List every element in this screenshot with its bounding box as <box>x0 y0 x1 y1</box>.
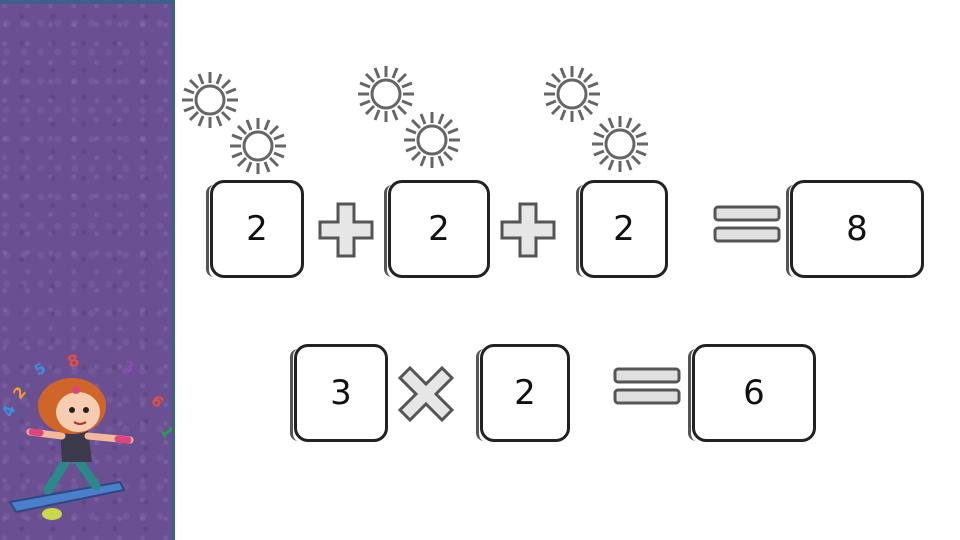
svg-text:2: 2 <box>9 383 29 403</box>
addend-value-1: 2 <box>246 209 268 249</box>
svg-text:6: 6 <box>147 391 167 411</box>
product-result-value: 6 <box>743 373 765 413</box>
addend-box-3: 2 <box>576 180 668 278</box>
sun-icon <box>592 116 648 172</box>
sidebar-top-border <box>0 0 172 4</box>
plus-icon <box>500 202 556 258</box>
addend-value-3: 2 <box>613 209 635 249</box>
times-icon <box>397 365 455 423</box>
sum-result-value: 8 <box>846 209 868 249</box>
svg-text:5: 5 <box>31 359 49 380</box>
svg-text:1: 1 <box>157 423 172 441</box>
sun-icon <box>544 66 600 122</box>
equals-icon <box>713 205 781 243</box>
plus-icon <box>318 202 374 258</box>
product-result-box: 6 <box>688 344 816 442</box>
addend-box-1: 2 <box>206 180 304 278</box>
sun-icon <box>404 112 460 168</box>
sum-result-box: 8 <box>786 180 924 278</box>
sun-icon <box>358 66 414 122</box>
factor-box-2: 2 <box>476 344 570 442</box>
juggling-girl-illustration: 8 5 3 6 2 4 1 <box>0 350 172 520</box>
svg-text:3: 3 <box>121 357 137 377</box>
factor-value-2: 2 <box>514 373 536 413</box>
sun-icon <box>230 118 286 174</box>
sidebar-panel <box>0 0 175 540</box>
addend-box-2: 2 <box>384 180 490 278</box>
sun-icon <box>182 72 238 128</box>
addend-value-2: 2 <box>428 209 450 249</box>
factor-value-1: 3 <box>330 373 352 413</box>
svg-text:8: 8 <box>65 350 82 372</box>
factor-box-1: 3 <box>290 344 388 442</box>
svg-text:4: 4 <box>0 402 20 419</box>
equals-icon <box>613 367 681 405</box>
